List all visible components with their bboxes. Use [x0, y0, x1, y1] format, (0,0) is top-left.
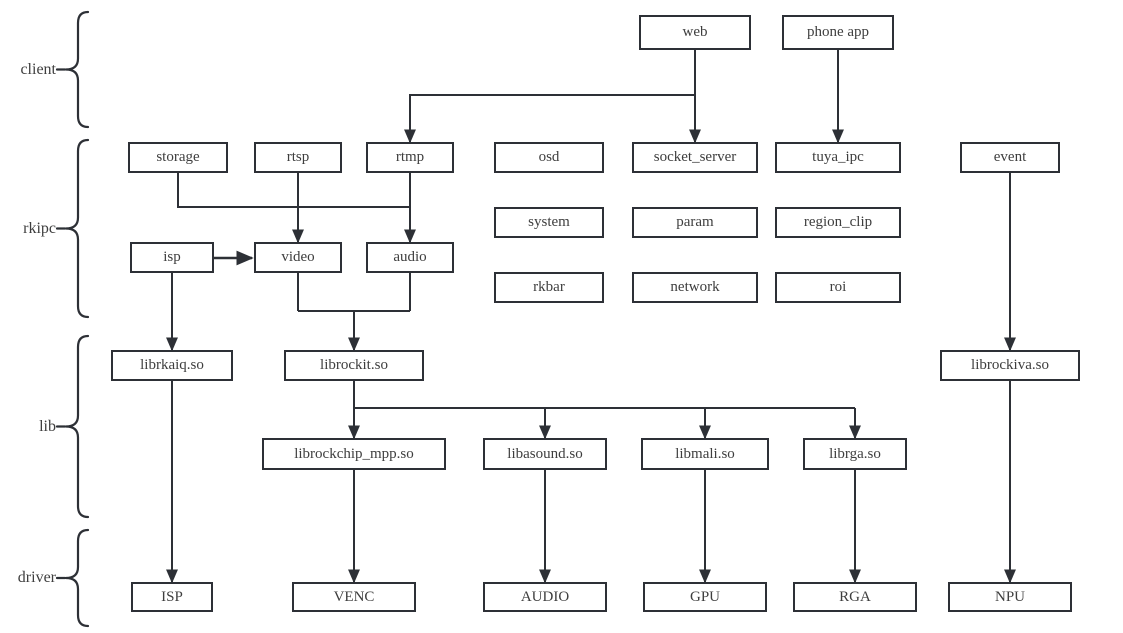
- lib-layer-brace: [55, 334, 90, 519]
- drv-rga-box: RGA: [793, 582, 917, 612]
- client-layer-brace: [55, 10, 90, 129]
- system-box: system: [494, 207, 604, 238]
- param-box: param: [632, 207, 758, 238]
- drv-npu-box: NPU: [948, 582, 1072, 612]
- connector-storage-to-stream-bus: [177, 173, 410, 208]
- librockchip-mpp-so-box: librockchip_mpp.so: [262, 438, 446, 470]
- connector-group: [166, 50, 1016, 584]
- connector-web-to-rtmp: [404, 94, 695, 144]
- web-box: web: [639, 15, 751, 50]
- network-box: network: [632, 272, 758, 303]
- layer-label-driver: driver: [17, 569, 56, 586]
- layer-brace-group: [55, 10, 90, 628]
- event-box: event: [960, 142, 1060, 173]
- audio-box: audio: [366, 242, 454, 273]
- socket-server-box: socket_server: [632, 142, 758, 173]
- drv-audio-box: AUDIO: [483, 582, 607, 612]
- region-clip-box: region_clip: [775, 207, 901, 238]
- rkipc-layer-brace: [55, 138, 90, 319]
- osd-box: osd: [494, 142, 604, 173]
- video-box: video: [254, 242, 342, 273]
- rkbar-box: rkbar: [494, 272, 604, 303]
- libmali-so-box: libmali.so: [641, 438, 769, 470]
- layer-label-rkipc: rkipc: [23, 219, 56, 237]
- librga-so-box: librga.so: [803, 438, 907, 470]
- drv-venc-box: VENC: [292, 582, 416, 612]
- drv-isp-box: ISP: [131, 582, 213, 612]
- layer-label-lib: lib: [39, 417, 56, 435]
- drv-gpu-box: GPU: [643, 582, 767, 612]
- librockit-so-box: librockit.so: [284, 350, 424, 381]
- librkaiq-so-box: librkaiq.so: [111, 350, 233, 381]
- librockiva-so-box: librockiva.so: [940, 350, 1080, 381]
- isp-box: isp: [130, 242, 214, 273]
- layer-label-client: client: [20, 60, 56, 78]
- tuya-ipc-box: tuya_ipc: [775, 142, 901, 173]
- storage-box: storage: [128, 142, 228, 173]
- phone-app-box: phone app: [782, 15, 894, 50]
- roi-box: roi: [775, 272, 901, 303]
- rtsp-box: rtsp: [254, 142, 342, 173]
- driver-layer-brace: [55, 528, 90, 628]
- rtmp-box: rtmp: [366, 142, 454, 173]
- libasound-so-box: libasound.so: [483, 438, 607, 470]
